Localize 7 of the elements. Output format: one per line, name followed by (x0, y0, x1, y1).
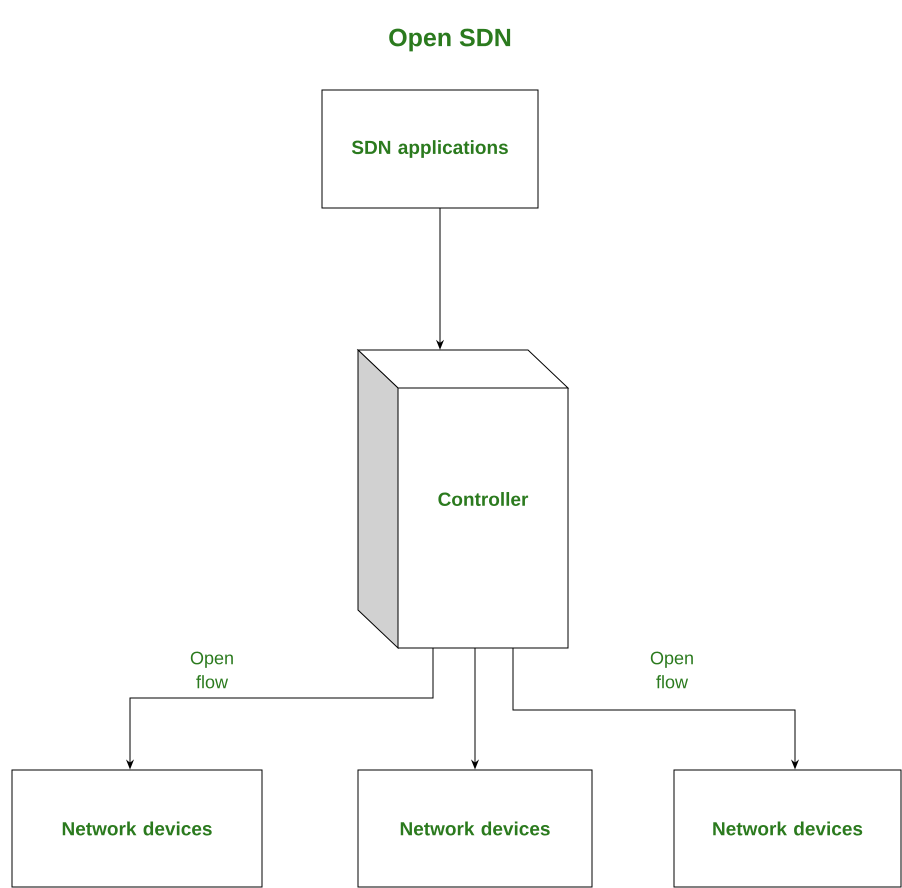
process-box: Network devices (674, 770, 902, 888)
edge-label: Open flow (190, 652, 233, 688)
title: Open SDN (389, 28, 510, 52)
edge-label: Open flow (650, 652, 693, 688)
process-box: Network devices (12, 770, 262, 888)
process-box: Network devices (358, 770, 592, 888)
process-box: SDN applications (322, 90, 538, 208)
